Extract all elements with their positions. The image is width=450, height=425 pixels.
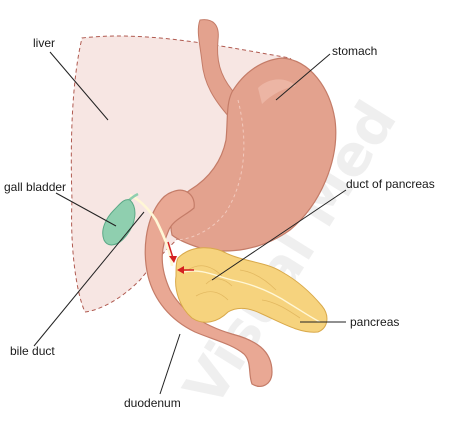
stomach-shape	[170, 57, 337, 252]
flow-arrow-pancreatic	[177, 266, 194, 274]
flow-arrow-bile	[167, 241, 177, 263]
pancreas-lobule-lines	[187, 265, 301, 319]
bile-duct-shape	[129, 193, 174, 267]
stomach-wall-dashed	[177, 99, 245, 241]
label-duodenum: duodenum	[124, 396, 181, 410]
label-pancreas: pancreas	[350, 315, 399, 329]
label-gall-bladder: gall bladder	[4, 180, 66, 194]
duodenum-shape	[144, 189, 273, 387]
leader-stomach	[275, 53, 331, 101]
leader-liver	[49, 51, 109, 121]
leader-gall-bladder	[55, 192, 117, 227]
pancreatic-duct	[183, 270, 321, 323]
label-duct-of-pancreas: duct of pancreas	[346, 177, 435, 191]
label-stomach: stomach	[332, 44, 377, 58]
label-liver: liver	[33, 36, 55, 50]
label-bile-duct: bile duct	[10, 344, 55, 358]
leader-duct-of-pancreas	[211, 189, 347, 281]
stomach-highlight	[258, 79, 296, 104]
leader-bile-duct	[33, 211, 145, 347]
leader-duodenum	[159, 333, 181, 395]
